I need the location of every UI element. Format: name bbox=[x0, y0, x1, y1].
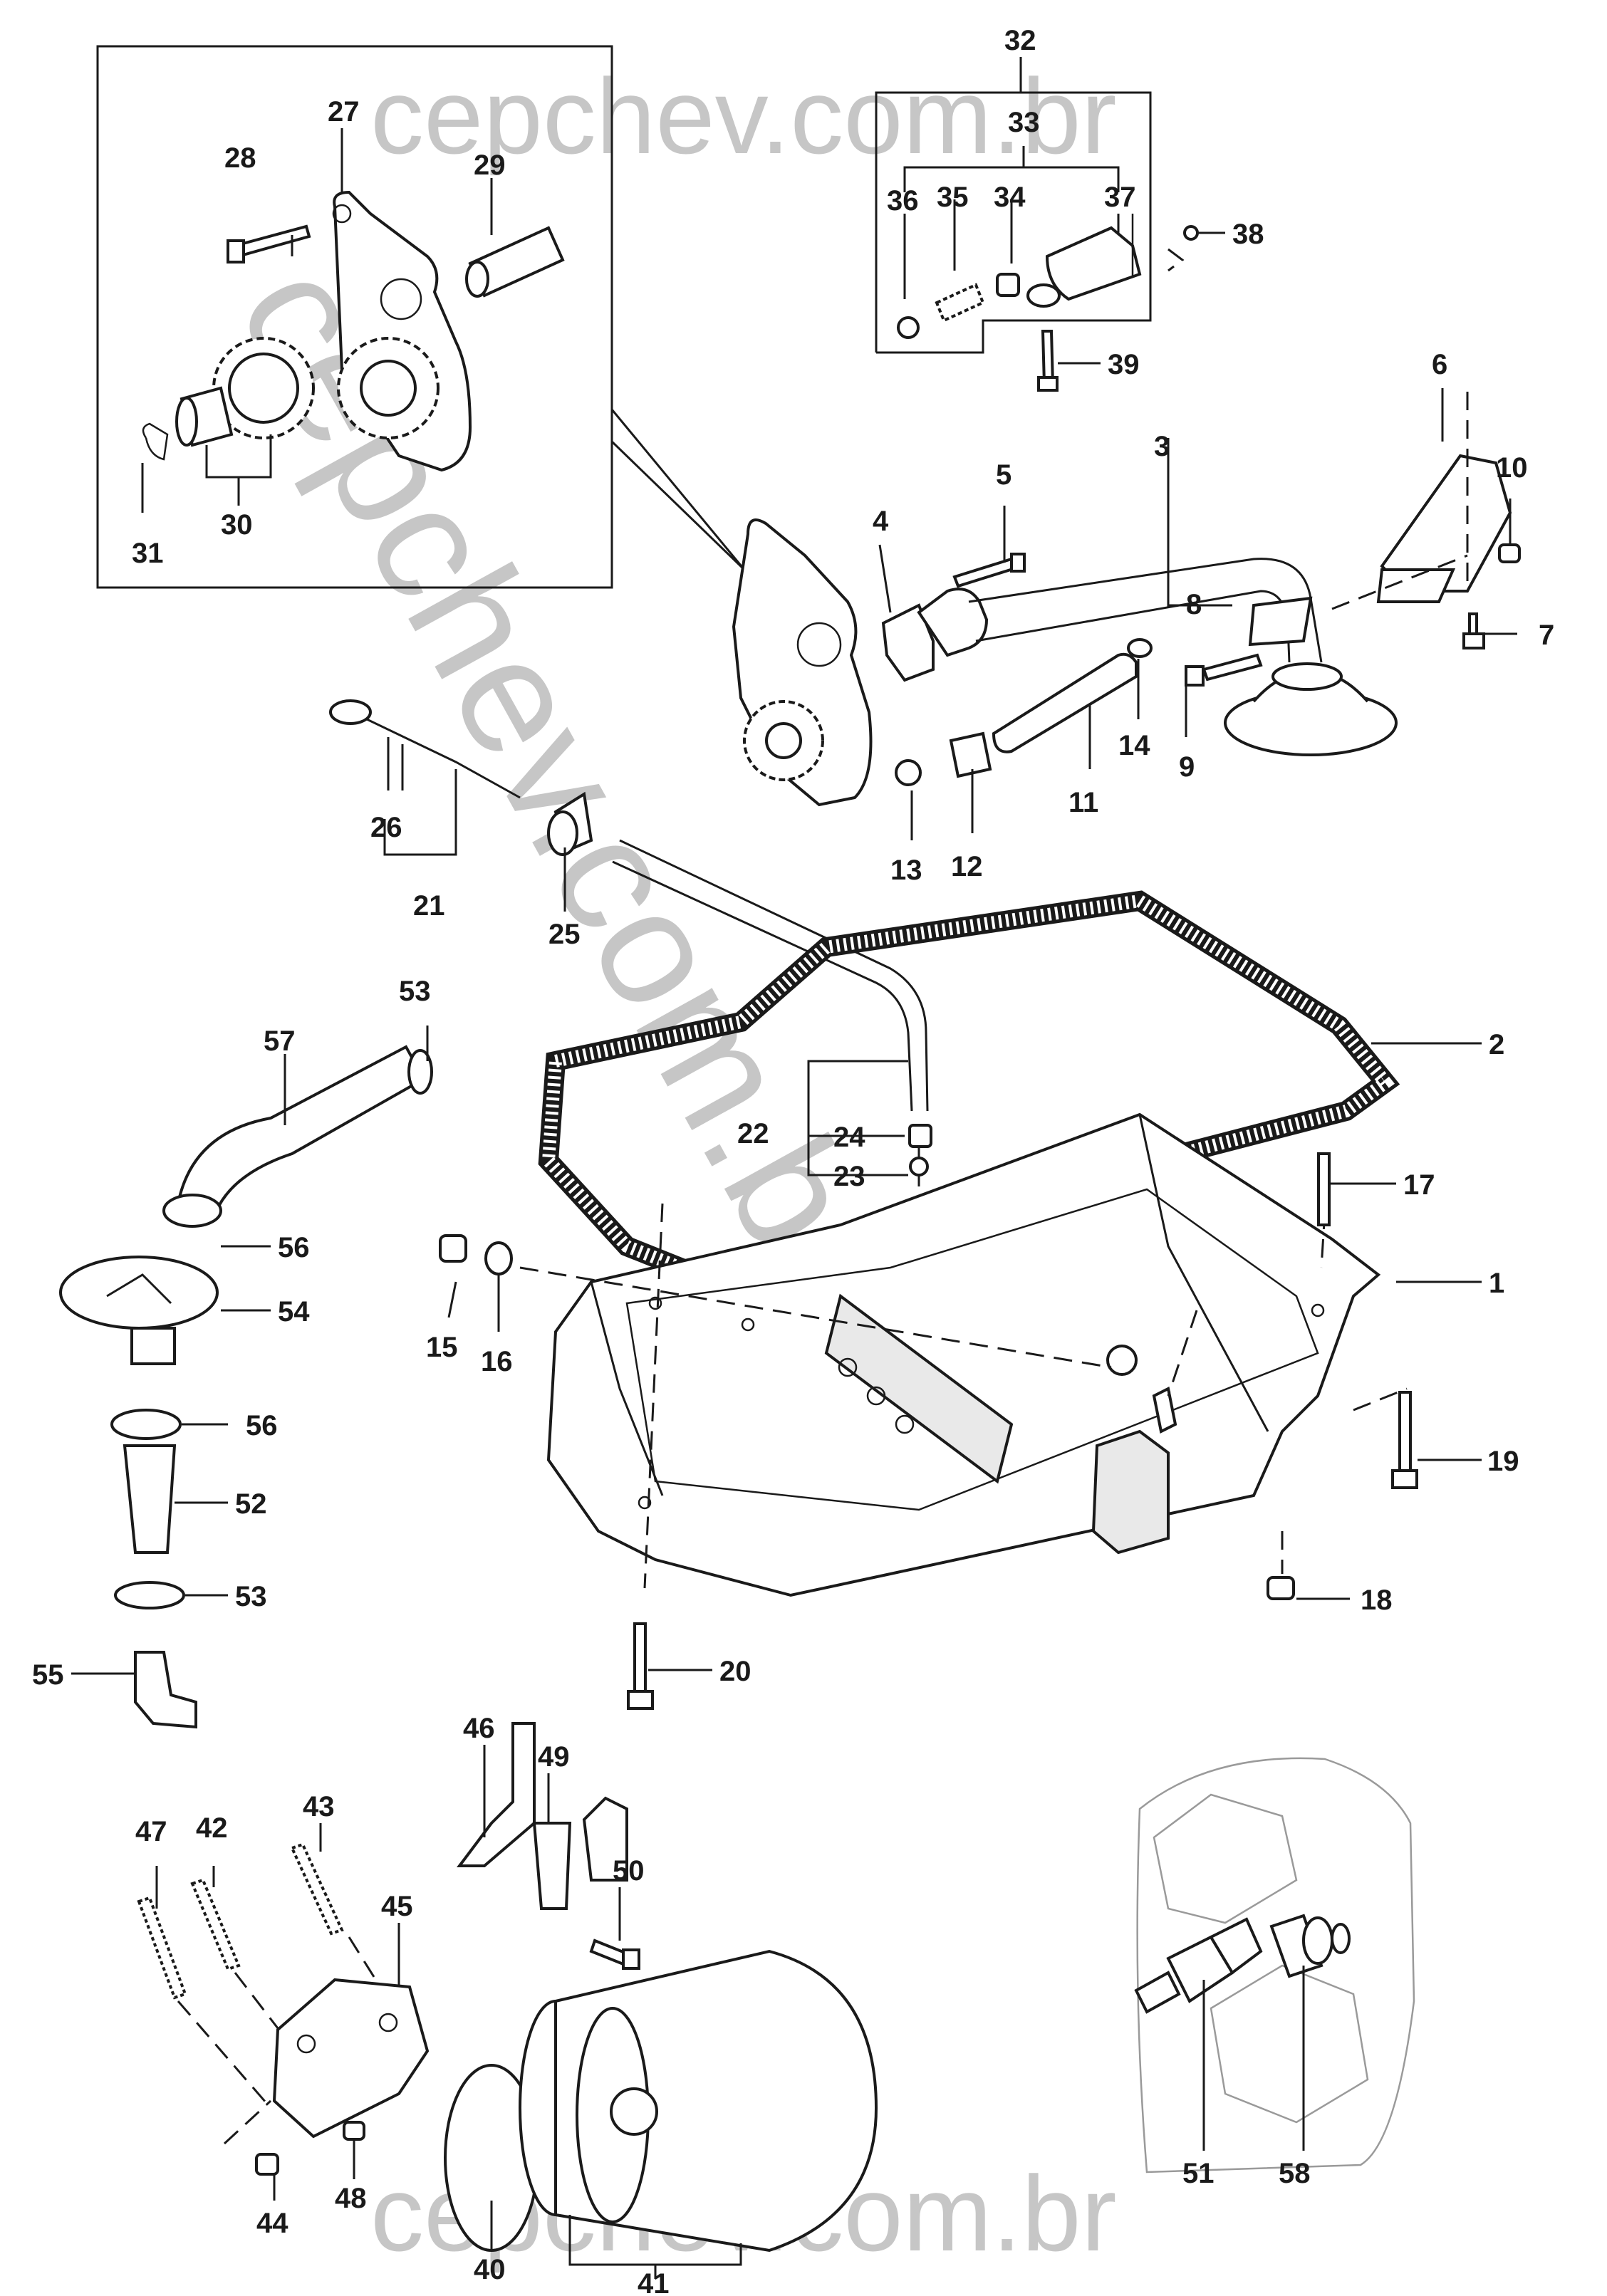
callout-53-bottom: 53 bbox=[235, 1581, 267, 1612]
callout-47: 47 bbox=[135, 1816, 167, 1847]
callout-52: 52 bbox=[235, 1488, 267, 1520]
callout-22: 22 bbox=[737, 1118, 769, 1149]
callout-3: 3 bbox=[1154, 431, 1170, 462]
callout-57: 57 bbox=[264, 1026, 296, 1057]
relief-valve-bracket-group bbox=[875, 57, 1225, 392]
oil-pan-hardware bbox=[439, 1124, 1418, 1710]
callout-40: 40 bbox=[474, 2254, 506, 2285]
callout-29: 29 bbox=[474, 150, 506, 181]
callout-5: 5 bbox=[996, 459, 1011, 491]
callout-6: 6 bbox=[1432, 349, 1447, 380]
callout-24: 24 bbox=[833, 1122, 865, 1153]
callout-34: 34 bbox=[994, 182, 1026, 213]
callout-35: 35 bbox=[937, 182, 969, 213]
callout-8: 8 bbox=[1186, 589, 1202, 620]
callout-37: 37 bbox=[1104, 182, 1136, 213]
callout-42: 42 bbox=[196, 1812, 228, 1844]
callout-18: 18 bbox=[1361, 1585, 1393, 1616]
callout-27: 27 bbox=[328, 96, 360, 127]
callout-15: 15 bbox=[426, 1332, 458, 1363]
callout-33: 33 bbox=[1008, 107, 1040, 138]
callout-25: 25 bbox=[548, 919, 581, 950]
callout-26: 26 bbox=[370, 812, 402, 843]
callout-4: 4 bbox=[873, 506, 889, 537]
callout-12: 12 bbox=[951, 851, 983, 882]
callout-17: 17 bbox=[1403, 1169, 1435, 1201]
callout-30: 30 bbox=[221, 509, 253, 541]
dipstick-assembly bbox=[329, 699, 929, 1112]
callout-56-bottom: 56 bbox=[246, 1410, 278, 1441]
callout-58: 58 bbox=[1279, 2158, 1311, 2189]
callout-31: 31 bbox=[132, 538, 164, 569]
callout-48: 48 bbox=[335, 2183, 367, 2214]
callout-53-top: 53 bbox=[399, 976, 431, 1007]
oil-pump-pickup-assembly bbox=[732, 392, 1521, 807]
callout-2: 2 bbox=[1489, 1029, 1504, 1060]
callout-23: 23 bbox=[833, 1161, 865, 1192]
oil-pump-detail-inset bbox=[96, 45, 746, 589]
callout-14: 14 bbox=[1118, 730, 1150, 761]
oil-pan bbox=[519, 1112, 1408, 1597]
callout-11: 11 bbox=[1068, 787, 1098, 818]
oil-pan-gasket bbox=[538, 890, 1400, 1300]
oil-filter-assembly bbox=[137, 1722, 878, 2253]
callout-38: 38 bbox=[1232, 219, 1264, 250]
callout-labels: 1 2 3 4 5 6 7 8 9 10 11 12 13 14 15 16 1… bbox=[32, 25, 1554, 2296]
callout-10: 10 bbox=[1496, 452, 1528, 484]
callout-51: 51 bbox=[1182, 2158, 1215, 2189]
callout-13: 13 bbox=[890, 855, 922, 886]
callout-leaders bbox=[71, 128, 1517, 2279]
callout-46: 46 bbox=[463, 1713, 495, 1744]
callout-19: 19 bbox=[1487, 1446, 1519, 1477]
oil-pressure-sensor-inset bbox=[1134, 1757, 1415, 2174]
callout-1: 1 bbox=[1489, 1268, 1504, 1299]
callout-56-top: 56 bbox=[278, 1232, 310, 1263]
callout-16: 16 bbox=[481, 1346, 513, 1377]
callout-55: 55 bbox=[32, 1659, 64, 1691]
callout-9: 9 bbox=[1179, 751, 1195, 783]
callout-28: 28 bbox=[224, 142, 256, 174]
callout-54: 54 bbox=[278, 1296, 310, 1327]
watermark-top: cepchev.com.br bbox=[370, 56, 1117, 176]
callout-21: 21 bbox=[413, 890, 445, 922]
callout-50: 50 bbox=[613, 1855, 645, 1887]
callout-39: 39 bbox=[1108, 349, 1140, 380]
callout-7: 7 bbox=[1539, 620, 1554, 651]
callout-32: 32 bbox=[1004, 25, 1036, 56]
callout-36: 36 bbox=[887, 185, 919, 216]
callout-41: 41 bbox=[638, 2268, 670, 2296]
callout-43: 43 bbox=[303, 1791, 335, 1822]
callout-45: 45 bbox=[381, 1891, 413, 1922]
breather-hose-assembly bbox=[59, 1045, 433, 1729]
callout-49: 49 bbox=[538, 1741, 570, 1773]
callout-20: 20 bbox=[719, 1656, 752, 1687]
callout-44: 44 bbox=[256, 2208, 288, 2239]
